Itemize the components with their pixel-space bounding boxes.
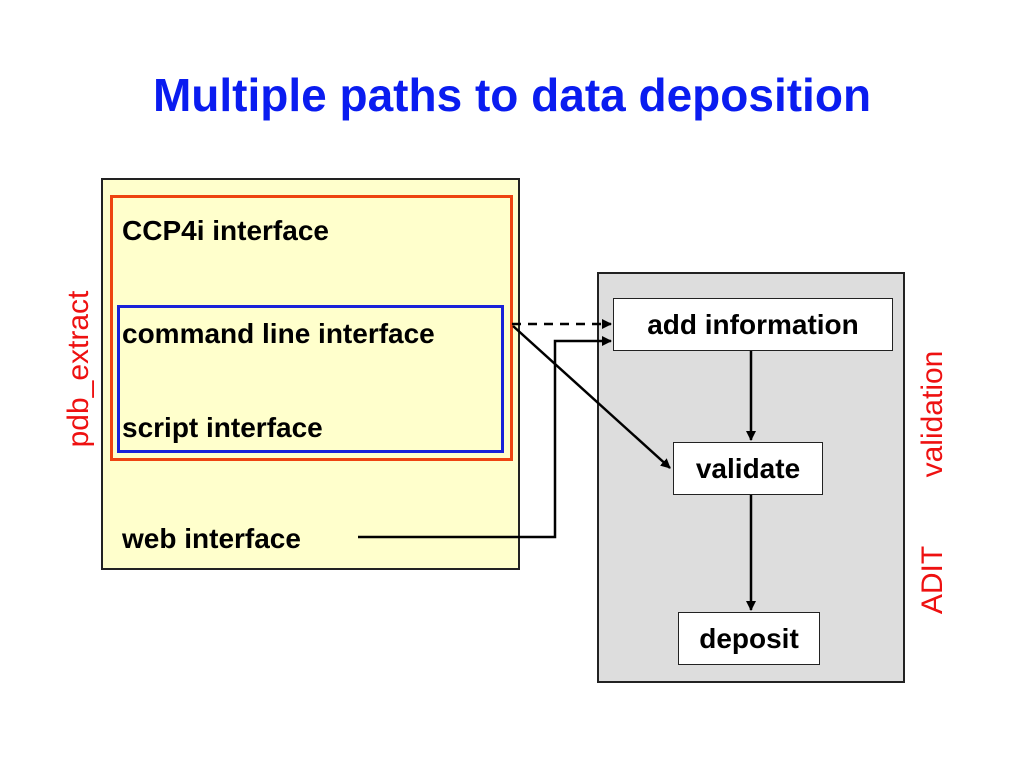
arrow-web-to-add-information [358,336,612,539]
cli-script-frame [117,305,504,453]
validate-step: validate [673,442,823,495]
add-information-step: add information [613,298,893,351]
pdb-extract-panel [101,178,520,570]
command-line-interface-label: command line interface [122,318,435,349]
deposit-step: deposit [678,612,820,665]
script-interface-label: script interface [122,412,323,443]
ccp4i-interface-label: CCP4i interface [122,215,329,246]
pdb-extract-frame [110,195,513,461]
arrow-cli-to-validate [512,325,671,469]
web-interface-label: web interface [122,523,301,554]
page-title: Multiple paths to data deposition [152,69,872,121]
